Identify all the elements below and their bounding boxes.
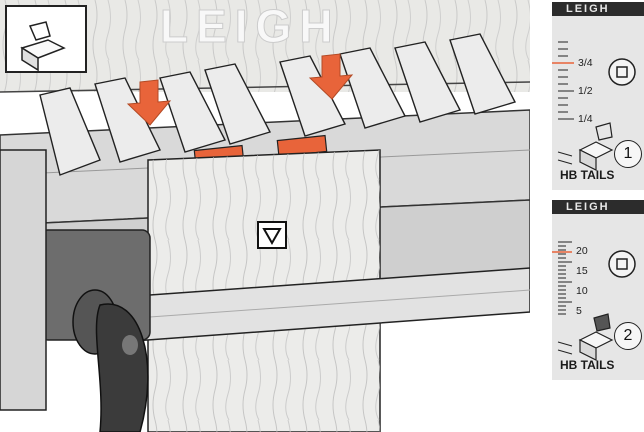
scale-label: 10	[576, 285, 588, 297]
step-number-badge: 1	[614, 140, 642, 168]
scale-label: 3/4	[578, 57, 593, 69]
jig-scene: LEIGH	[0, 0, 530, 432]
panel-footer: HB TAILS	[560, 358, 614, 372]
scale-ticks	[552, 200, 644, 380]
depth-gauge-panel-2: LEIGH 20 15 10 5 2 HB TAILS	[552, 200, 644, 380]
triangle-mark-icon	[258, 222, 286, 248]
scale-label: 15	[576, 265, 588, 277]
bit-depth-icon	[6, 6, 86, 72]
scale-label: 5	[576, 305, 582, 317]
brand-watermark: LEIGH	[160, 0, 341, 52]
scale-label: 1/2	[578, 85, 593, 97]
depth-gauge-panel-1: LEIGH 3/4 1/2 1/4 1 HB TAILS	[552, 2, 644, 190]
step-number-badge: 2	[614, 322, 642, 350]
scale-label: 20	[576, 245, 588, 257]
square-button-icon	[609, 59, 635, 85]
scale-label: 1/4	[578, 113, 593, 125]
panel-footer: HB TAILS	[560, 168, 614, 182]
square-button-icon	[609, 251, 635, 277]
